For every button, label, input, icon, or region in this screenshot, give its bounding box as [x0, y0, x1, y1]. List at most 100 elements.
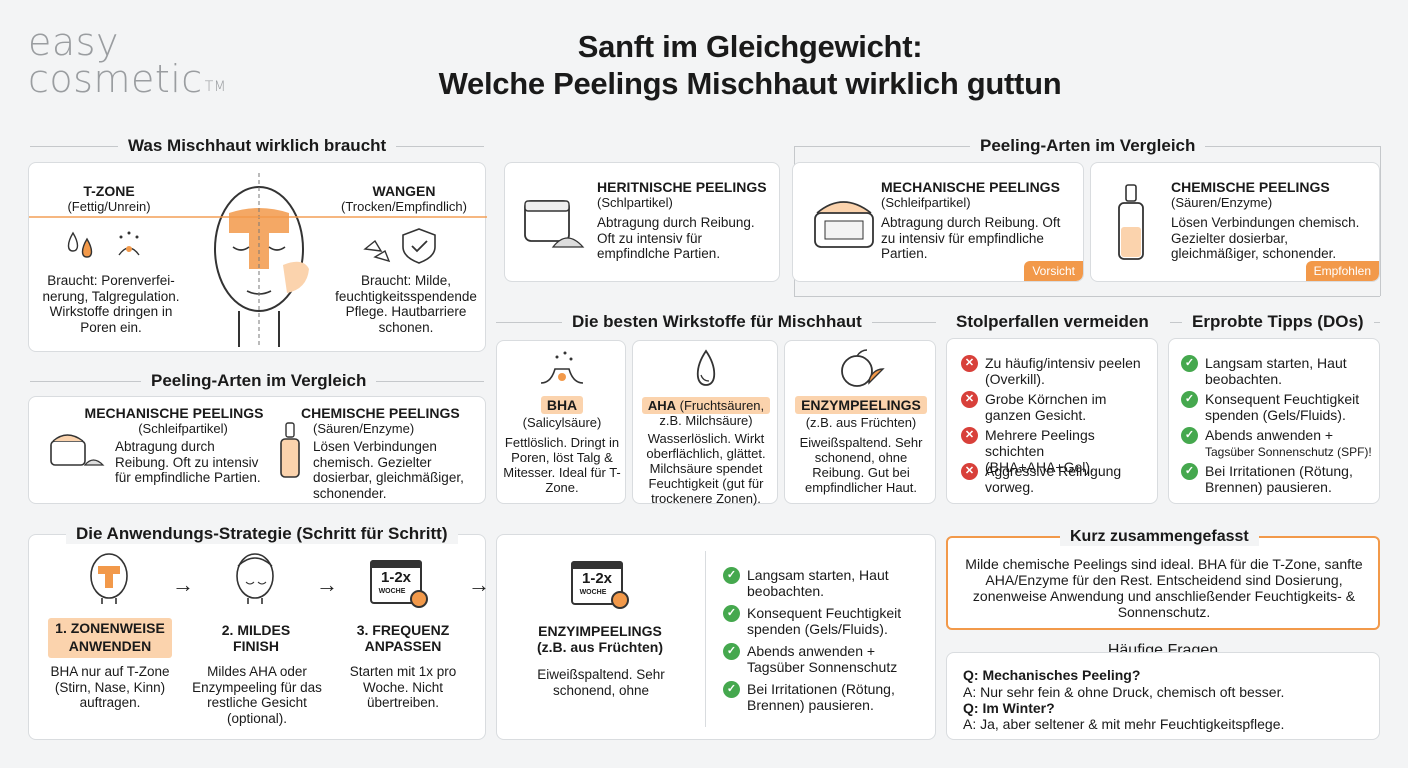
step-1-text: BHA nur auf T-Zone (Stirn, Nase, Kinn) a…	[50, 664, 170, 710]
pitfall-item: ✕Grobe Körnchen im ganzen Gesicht.	[961, 391, 1151, 423]
step-2-title: 2. MILDES FINISH	[221, 622, 291, 654]
pitfalls-card: ✕Zu häufig/intensiv peelen (Overkill). ✕…	[946, 338, 1158, 504]
compare-left-card: MECHANISCHE PEELINGS (Schleifpartikel) A…	[28, 396, 486, 504]
summary-box: Milde chemische Peelings sind ideal. BHA…	[946, 536, 1380, 630]
pitfall-item: ✕Aggressive Reinigung vorweg.	[961, 463, 1151, 495]
calendar-icon: 1-2x WOCHE	[370, 556, 428, 608]
dropper-bottle-icon	[280, 422, 300, 478]
check-icon: ✓	[1181, 463, 1198, 480]
aha-name-rest: (Fruchtsäuren,	[676, 398, 765, 413]
tip-item: ✓Langsam starten, Haut beobachten.	[723, 567, 923, 599]
bha-card: BHA (Salicylsäure) Fettlöslich. Dringt i…	[496, 340, 626, 504]
tzone-sub: (Fettig/Unrein)	[67, 199, 151, 214]
enzyme-panel-text: Eiweißspaltend. Sehr schonend, ohne	[537, 667, 665, 698]
arrow-icon: →	[468, 572, 490, 597]
section-title-needs: Was Mischhaut wirklich braucht	[118, 136, 397, 156]
needs-card: T-ZONE (Fettig/Unrein) Braucht: Porenver…	[28, 162, 487, 352]
check-icon: ✓	[723, 643, 740, 660]
tip-item: ✓Konsequent Feuchtigkeit spenden (Gels/F…	[1181, 391, 1377, 423]
mech-right-text: Abtragung durch Reibung. Oft zu intensiv…	[881, 215, 1061, 261]
heritnic-title: HERITNISCHE PEELINGS	[597, 179, 767, 195]
oil-drops-icon	[67, 231, 140, 258]
fruit-icon	[841, 349, 885, 387]
heritnic-card: HERITNISCHE PEELINGS (Schlpartikel) Abtr…	[504, 162, 780, 282]
cross-icon: ✕	[961, 391, 978, 408]
mech-sub: (Schleifpartikel)	[138, 421, 228, 436]
check-icon: ✓	[723, 681, 740, 698]
chem-right-sub: (Säuren/Enzyme)	[1171, 195, 1273, 210]
arrow-icon: →	[316, 572, 338, 597]
chem-card: CHEMISCHE PEELINGS (Säuren/Enzyme) Lösen…	[1090, 162, 1380, 282]
faq-answer: A: Nur sehr fein & ohne Druck, chemisch …	[963, 684, 1285, 700]
check-icon: ✓	[723, 605, 740, 622]
chem-sub: (Säuren/Enzyme)	[313, 421, 415, 436]
check-icon: ✓	[1181, 427, 1198, 444]
chem-right-text: Lösen Verbindungen chemisch. Gezielter d…	[1171, 215, 1360, 261]
aha-card: AHA (Fruchtsäuren, z.B. Milchsäure) Wass…	[632, 340, 778, 506]
section-title-strategy: Die Anwendungs-Strategie (Schritt für Sc…	[66, 524, 458, 544]
tzone-title: T-ZONE	[83, 183, 135, 199]
enzyme-panel: 1-2x WOCHE ENZYIMPEELINGS (z.B. aus Früc…	[496, 534, 936, 740]
cheeks-title: WANGEN	[372, 183, 436, 199]
tip-item: ✓Abends anwenden +Tagsüber Sonnenschutz …	[1181, 427, 1377, 460]
tip-item: ✓Konsequent Feuchtigkeit spenden (Gels/F…	[723, 605, 923, 637]
check-icon: ✓	[1181, 355, 1198, 372]
cheeks-sub: (Trocken/Empfindlich)	[341, 199, 467, 214]
tip-item: ✓Bei Irritationen (Rötung, Brennen) paus…	[1181, 463, 1377, 495]
pore-icon	[540, 351, 584, 384]
enzyme-sub: (z.B. aus Früchten)	[805, 415, 917, 430]
calendar-icon: 1-2x WOCHE	[571, 557, 629, 609]
pitfall-item: ✕Zu häufig/intensiv peelen (Overkill).	[961, 355, 1151, 387]
cross-icon: ✕	[961, 463, 978, 480]
aha-sub: z.B. Milchsäure)	[659, 413, 753, 428]
mech-text: Abtragung durch Reibung. Oft zu intensiv…	[115, 439, 261, 485]
mech-right-sub: (Schleifpartikel)	[881, 195, 971, 210]
faq-card: Q: Mechanisches Peeling? A: Nur sehr fei…	[946, 652, 1380, 740]
tip-item: ✓Langsam starten, Haut beobachten.	[1181, 355, 1377, 387]
scrub-jar-icon	[50, 434, 105, 466]
aha-name: AHA	[647, 398, 676, 413]
heritnic-text: Abtragung durch Reibung. Oft zu intensiv…	[597, 215, 755, 261]
scrub-jar-icon	[524, 200, 585, 248]
enzyme-text: Eiweißspaltend. Sehr schonend, ohne Reib…	[799, 435, 923, 495]
summary-text: Milde chemische Peelings sind ideal. BHA…	[965, 556, 1363, 620]
faq-question: Q: Mechanisches Peeling?	[963, 667, 1141, 683]
step-3-text: Starten mit 1x pro Woche. Nicht übertrei…	[349, 664, 457, 710]
bha-name: BHA	[540, 396, 584, 414]
section-title-compare-right: Peeling-Arten im Vergleich	[970, 136, 1206, 156]
pitfall-item: ✕Mehrere Peelings schichten (BHA+AHA+Gel…	[961, 427, 1151, 475]
tip-item: ✓Bei Irritationen (Rötung, Brennen) paus…	[723, 681, 923, 713]
summary-title: Kurz zusammengefasst	[1060, 528, 1259, 546]
heritnic-sub: (Schlpartikel)	[597, 195, 673, 210]
chem-text: Lösen Verbindungen chemisch. Gezielter d…	[313, 439, 464, 501]
step-2-text: Mildes AHA oder Enzympeeling für das res…	[192, 664, 322, 726]
face-tzone-icon	[90, 553, 128, 604]
face-zones-icon	[214, 173, 309, 347]
check-icon: ✓	[723, 567, 740, 584]
tzone-text: Braucht: Porenverfei-nerung, Talgregulat…	[42, 273, 180, 335]
mech-right-title: MECHANISCHE PEELINGS	[881, 179, 1060, 195]
water-drop-icon	[696, 349, 716, 386]
recommended-badge: Empfohlen	[1305, 261, 1379, 281]
mech-title: MECHANISCHE PEELINGS	[84, 405, 264, 421]
leaves-shield-icon	[363, 228, 436, 264]
cheeks-text: Braucht: Milde, feuchtigkeitsspendende P…	[335, 273, 477, 335]
caution-badge: Vorsicht	[1024, 261, 1083, 281]
bha-text: Fettlöslich. Dringt in Poren, löst Talg …	[503, 435, 621, 495]
tips-card: ✓Langsam starten, Haut beobachten. ✓Kons…	[1168, 338, 1380, 504]
step-3-title: 3. FREQUENZ ANPASSEN	[356, 622, 450, 654]
enzyme-panel-title: ENZYIMPEELINGS	[538, 623, 662, 639]
tip-item: ✓Abends anwenden + Tagsüber Sonnenschutz	[723, 643, 923, 675]
face-mild-icon	[236, 553, 274, 604]
bha-sub: (Salicylsäure)	[522, 415, 602, 430]
section-title-pitfalls: Stolperfallen vermeiden	[948, 312, 1157, 332]
arrow-icon: →	[172, 572, 194, 597]
cross-icon: ✕	[961, 355, 978, 372]
enzyme-name: ENZYMPEELINGS	[795, 396, 927, 414]
section-title-compare-left: Peeling-Arten im Vergleich	[141, 371, 377, 391]
dropper-bottle-icon	[1118, 184, 1144, 260]
step-1-title: 1. ZONENWEISE ANWENDEN	[48, 618, 172, 658]
aha-text: Wasserlöslich. Wirkt oberflächlich, glät…	[646, 431, 766, 506]
enzyme-card: ENZYMPEELINGS (z.B. aus Früchten) Eiweiß…	[784, 340, 936, 504]
